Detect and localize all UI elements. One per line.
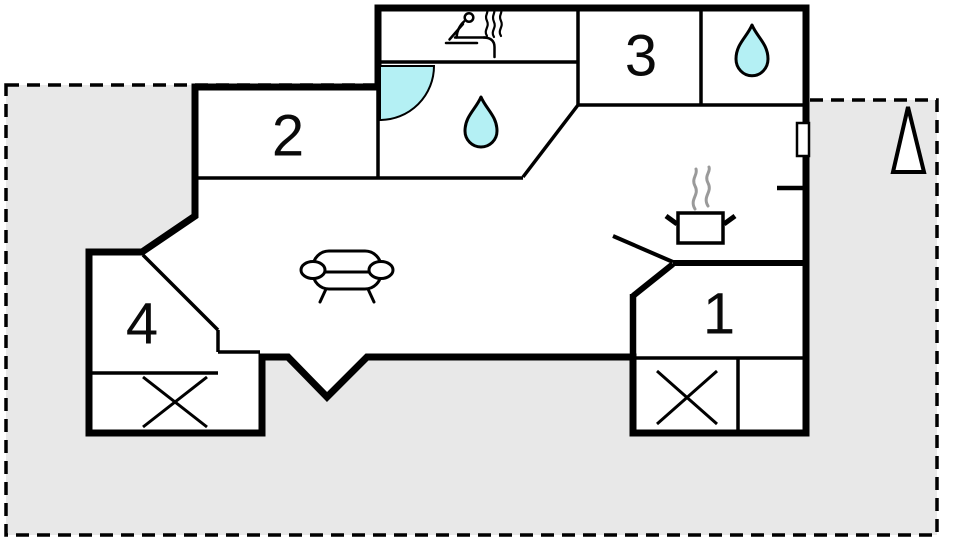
terrace-cross-icon-right	[656, 369, 718, 426]
water-drop-icon-bathroom	[734, 23, 770, 78]
house-outline	[85, 4, 810, 437]
window-icon	[795, 121, 811, 158]
sofa-icon	[299, 249, 395, 304]
north-arrow-icon	[890, 106, 927, 174]
stove-pot-icon	[664, 165, 737, 245]
room-1-label: 1	[703, 282, 735, 347]
water-drop-icon-shower	[463, 95, 499, 149]
room-2-label: 2	[272, 104, 304, 169]
terrace-cross-icon-left	[142, 375, 208, 429]
interior-walls-medium	[612, 185, 806, 360]
interior-walls	[89, 8, 804, 431]
room-3-label: 3	[625, 24, 657, 89]
sauna-icon	[444, 7, 503, 59]
room-4-label: 4	[126, 292, 158, 357]
shower-door-swing-icon	[379, 65, 436, 122]
